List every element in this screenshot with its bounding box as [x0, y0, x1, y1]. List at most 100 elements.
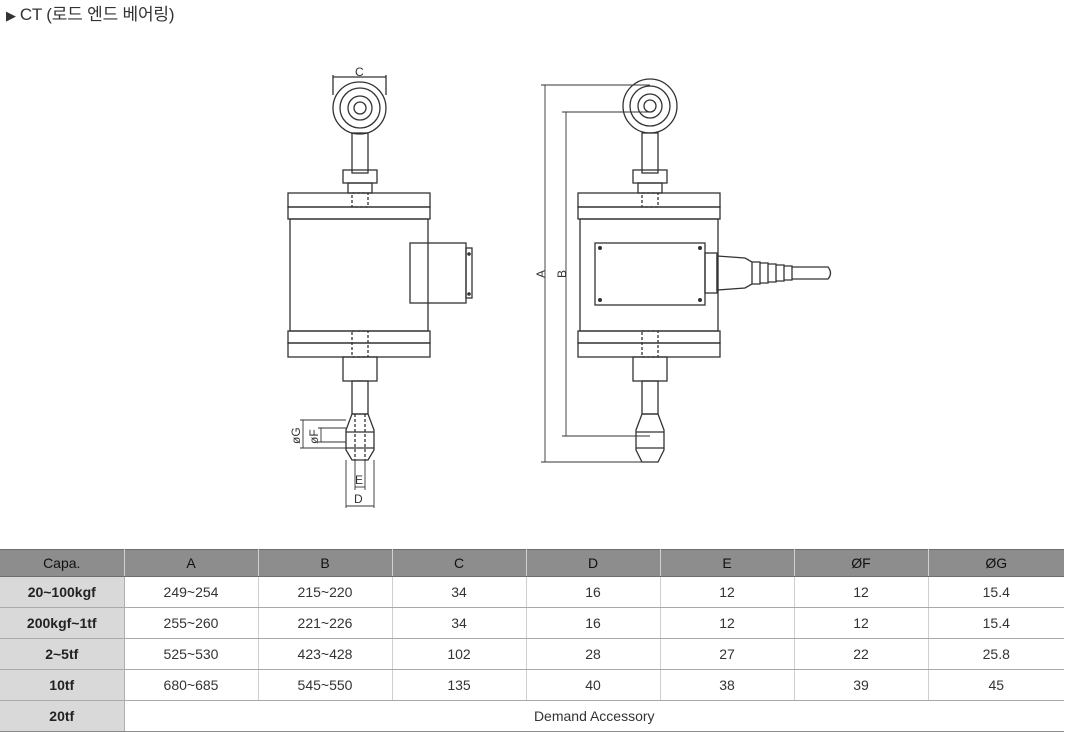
demand-accessory-note: Demand Accessory	[124, 700, 1064, 732]
dim-label-g: øG	[289, 427, 303, 444]
header-d: D	[526, 549, 661, 577]
screw-icon	[467, 292, 471, 296]
top-washer	[347, 182, 373, 194]
table-row: 2~5tf 525~530 423~428 102 28 27 22 25.8	[0, 638, 1064, 670]
cell-b: 423~428	[258, 638, 393, 670]
cell-e: 12	[660, 576, 795, 608]
cell-g: 45	[928, 669, 1064, 701]
bottom-eye-side	[345, 413, 375, 461]
header-a: A	[124, 549, 259, 577]
cell-c: 102	[392, 638, 527, 670]
dim-label-f: øF	[307, 429, 321, 444]
cell-e: 27	[660, 638, 795, 670]
cell-b: 545~550	[258, 669, 393, 701]
top-thread	[351, 192, 369, 208]
label-plate	[594, 242, 706, 306]
header-capa: Capa.	[0, 549, 125, 577]
r-top-eye-center	[643, 99, 657, 113]
cell-e: 12	[660, 607, 795, 639]
page-title: ▶CT (로드 엔드 베어링)	[6, 0, 175, 25]
header-c: C	[392, 549, 527, 577]
r-body	[579, 218, 719, 332]
cell-b: 221~226	[258, 607, 393, 639]
row-capa: 10tf	[0, 669, 125, 701]
bottom-nut	[342, 356, 378, 382]
cell-c: 135	[392, 669, 527, 701]
cell-f: 12	[794, 576, 929, 608]
cell-f: 22	[794, 638, 929, 670]
cell-b: 215~220	[258, 576, 393, 608]
body	[289, 218, 429, 332]
table-header-row: Capa. A B C D E ØF ØG	[0, 549, 1064, 577]
r-bottom-thread	[641, 330, 659, 358]
bottom-flange	[287, 342, 431, 358]
cell-a: 255~260	[124, 607, 259, 639]
connector-plate	[465, 247, 473, 299]
r-top-eye-ring	[629, 85, 671, 127]
cell-g: 15.4	[928, 607, 1064, 639]
row-capa: 20tf	[0, 700, 125, 732]
screw-icon	[467, 252, 471, 256]
top-eye-outer	[332, 81, 387, 135]
top-flange	[287, 192, 431, 208]
table-row: 20tf Demand Accessory	[0, 700, 1064, 732]
dim-label-d: D	[354, 492, 363, 506]
top-eye-center	[353, 101, 367, 115]
r-bottom-flange-groove	[577, 330, 721, 344]
top-eye-bore	[347, 95, 373, 121]
bottom-flange-groove	[287, 330, 431, 344]
r-top-thread	[641, 192, 659, 208]
cell-d: 16	[526, 607, 661, 639]
r-bottom-flange	[577, 342, 721, 358]
screw-icon	[698, 246, 702, 250]
header-g: ØG	[928, 549, 1064, 577]
spec-table: Capa. A B C D E ØF ØG 20~100kgf 249~254 …	[0, 549, 1064, 732]
table-row: 10tf 680~685 545~550 135 40 38 39 45	[0, 669, 1064, 701]
cell-g: 25.8	[928, 638, 1064, 670]
table-row: 20~100kgf 249~254 215~220 34 16 12 12 15…	[0, 576, 1064, 608]
left-view	[287, 75, 473, 508]
screw-icon	[598, 298, 602, 302]
table-row: 200kgf~1tf 255~260 221~226 34 16 12 12 1…	[0, 607, 1064, 639]
row-capa: 200kgf~1tf	[0, 607, 125, 639]
cell-d: 28	[526, 638, 661, 670]
cell-a: 249~254	[124, 576, 259, 608]
cell-f: 12	[794, 607, 929, 639]
r-top-eye-bore	[637, 93, 663, 119]
cable-gland-base	[704, 252, 718, 294]
r-top-eye-outer	[622, 78, 678, 134]
cell-d: 40	[526, 669, 661, 701]
cell-c: 34	[392, 576, 527, 608]
title-text: CT (로드 엔드 베어링)	[19, 5, 175, 24]
bottom-stem	[351, 380, 369, 415]
r-bottom-stem	[641, 380, 659, 415]
connector-box	[409, 242, 467, 304]
cell-a: 525~530	[124, 638, 259, 670]
row-capa: 20~100kgf	[0, 576, 125, 608]
dim-label-b: B	[555, 270, 569, 278]
cable	[792, 266, 832, 280]
r-top-nut	[632, 169, 668, 184]
cell-d: 16	[526, 576, 661, 608]
row-capa: 2~5tf	[0, 638, 125, 670]
dim-label-e: E	[355, 473, 363, 487]
cable-gland	[716, 255, 753, 291]
header-e: E	[660, 549, 795, 577]
r-bottom-eye-side	[635, 413, 665, 463]
cell-a: 680~685	[124, 669, 259, 701]
r-bottom-nut	[632, 356, 668, 382]
screw-icon	[598, 246, 602, 250]
cable-strain-relief	[752, 261, 793, 285]
screw-icon	[698, 298, 702, 302]
r-top-flange	[577, 192, 721, 208]
r-top-washer	[637, 182, 663, 194]
cell-g: 15.4	[928, 576, 1064, 608]
technical-drawing: C A B øG øF E D	[287, 65, 832, 508]
top-stem	[351, 132, 369, 174]
header-f: ØF	[794, 549, 929, 577]
top-flange-groove	[287, 206, 431, 220]
dim-label-a: A	[534, 270, 548, 278]
top-eye-ring	[339, 87, 381, 129]
r-top-flange-groove	[577, 206, 721, 220]
right-view	[541, 78, 832, 463]
